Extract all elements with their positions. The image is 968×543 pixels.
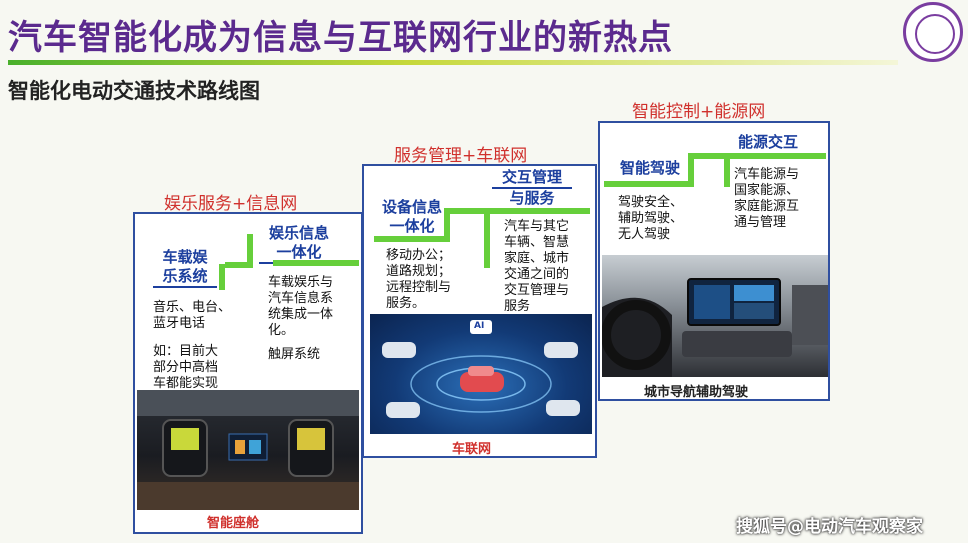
group-label-service: 服务管理+车联网 — [394, 146, 528, 166]
connector-vertical — [484, 208, 490, 268]
panel-service: 设备信息 一体化 交互管理 与服务 移动办公； 道路规划； 远程控制与 服务。 … — [362, 164, 597, 458]
city-navigation-illustration — [602, 278, 828, 377]
connector-horizontal — [490, 208, 590, 214]
panel-control: 智能驾驶 能源交互 驾驶安全、 辅助驾驶、 无人驾驶 汽车能源与 国家能源、 家… — [598, 121, 830, 401]
service-box2-title: 交互管理 与服务 — [492, 168, 572, 208]
connector-vertical — [688, 153, 694, 187]
connector-horizontal — [604, 181, 688, 187]
city-navigation-caption: 城市导航辅助驾驶 — [644, 385, 749, 400]
smart-cockpit-illustration — [137, 390, 359, 510]
control-box2-text: 汽车能源与 国家能源、 家庭能源互 通与管理 — [734, 167, 800, 230]
control-box1-text: 驾驶安全、 辅助驾驶、 无人驾驶 — [618, 195, 684, 242]
smart-cockpit-photo — [137, 390, 359, 510]
connector-vertical — [247, 234, 253, 268]
connector-vertical — [444, 208, 450, 242]
smart-cockpit-caption: 智能座舱 — [207, 516, 260, 531]
panel-entertainment: 车载娱 乐系统 娱乐信息 一体化 音乐、电台、 蓝牙电话 如：目前大 部分中高档… — [133, 212, 363, 534]
university-seal-logo — [903, 2, 963, 62]
service-box1-title: 设备信息 一体化 — [374, 198, 450, 238]
service-box1-text: 移动办公； 道路规划； 远程控制与 服务。 — [386, 248, 452, 311]
entertainment-box2-text: 车载娱乐与 汽车信息系 统集成一体 化。 触屏系统 — [268, 275, 334, 362]
entertainment-box1-title: 车载娱 乐系统 — [153, 248, 217, 288]
group-label-entertainment: 娱乐服务+信息网 — [164, 194, 298, 214]
sohu-watermark: 搜狐号@电动汽车观察家 — [736, 517, 923, 537]
city-navigation-photo — [602, 255, 828, 377]
page-title: 汽车智能化成为信息与互联网行业的新热点 — [8, 18, 673, 58]
page-subtitle: 智能化电动交通技术路线图 — [8, 79, 260, 103]
connector-horizontal — [225, 262, 247, 268]
connector-horizontal — [374, 236, 444, 242]
connector-horizontal — [730, 153, 826, 159]
connector-horizontal — [273, 260, 359, 266]
control-box1-title: 智能驾驶 — [619, 159, 680, 177]
entertainment-box2-title: 娱乐信息 一体化 — [259, 224, 339, 264]
group-label-control: 智能控制+能源网 — [632, 102, 766, 122]
control-box2-title: 能源交互 — [737, 133, 798, 151]
title-underline — [8, 60, 898, 65]
connector-horizontal — [450, 208, 484, 214]
connected-vehicle-illustration — [382, 320, 580, 418]
connector-vertical — [724, 153, 730, 187]
connector-vertical — [219, 264, 225, 290]
connector-horizontal — [694, 153, 724, 159]
service-box2-text: 汽车与其它 车辆、智慧 家庭、城市 交通之间的 交互管理与 服务 — [504, 219, 570, 314]
ai-badge: AI — [474, 321, 485, 331]
connected-vehicle-caption: 车联网 — [452, 442, 492, 457]
connected-vehicle-photo: AI — [370, 314, 592, 434]
entertainment-box1-text: 音乐、电台、 蓝牙电话 如：目前大 部分中高档 车都能实现 — [153, 300, 232, 391]
